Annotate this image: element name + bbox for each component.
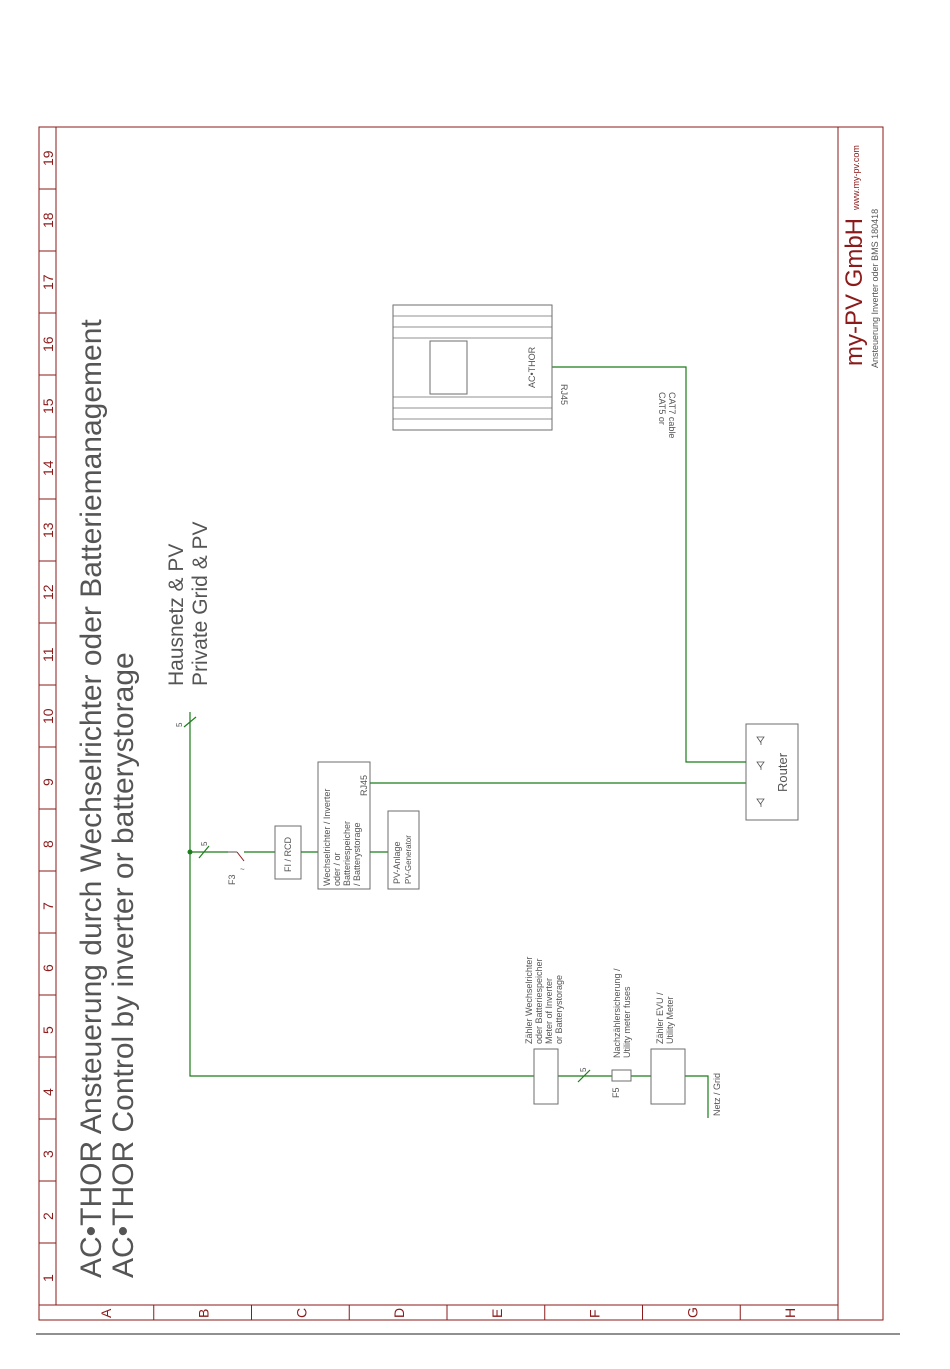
cable-label-2: CAT5 or <box>657 392 667 425</box>
column-number: 5 <box>40 1026 56 1034</box>
column-number: 8 <box>40 840 56 848</box>
column-number: 10 <box>40 708 56 724</box>
column-number: 14 <box>40 460 56 476</box>
main-bus-wire <box>189 712 709 1118</box>
meter-fuses-line: Nachzählersicherung / <box>612 968 622 1058</box>
brand-name: my-PV GmbH <box>841 218 868 366</box>
column-number: 3 <box>40 1150 56 1158</box>
subtitle-line-1: Hausnetz & PV <box>165 544 188 686</box>
column-number: 1 <box>40 1274 56 1282</box>
row-letter: C <box>293 1308 309 1318</box>
meter-inverter-line: Meter of Inverter <box>544 978 554 1044</box>
row-letter: E <box>489 1309 505 1318</box>
drawing-frame <box>38 126 884 1321</box>
meter-fuses-label: Nachzählersicherung /Utility meter fuses <box>612 968 632 1058</box>
meter-inverter-line: oder Batteriespeicher <box>534 958 544 1044</box>
pv-label-2: PV-Generator <box>404 835 413 884</box>
column-number: 16 <box>40 336 56 352</box>
column-number: 4 <box>40 1088 56 1096</box>
router-box <box>745 723 799 821</box>
column-number: 13 <box>40 522 56 538</box>
pv-label-1: PV-Anlage <box>392 841 402 884</box>
column-number: 18 <box>40 212 56 228</box>
column-number: 11 <box>40 647 56 662</box>
wire-count-f3: 5 <box>200 841 209 846</box>
acthor-fins <box>393 315 552 420</box>
subtitle-line-2: Private Grid & PV <box>189 521 212 686</box>
pv-box <box>387 810 420 890</box>
meter-inverter-line: or Batterystorage <box>554 975 564 1044</box>
row-letter: A <box>98 1308 114 1318</box>
wire-count-f5: 5 <box>579 1067 588 1072</box>
utility-meter-line: Utility Meter <box>665 996 675 1044</box>
f5-label: F5 <box>611 1087 621 1098</box>
rj45-acthor-label: RJ45 <box>559 384 569 405</box>
title-line-1: AC•THOR Ansteuerung durch Wechselrichter… <box>75 319 108 1278</box>
svg-text:~: ~ <box>240 865 245 874</box>
wire-marker-f3 <box>198 845 210 859</box>
utility-meter-line: Zähler EVU / <box>655 992 665 1044</box>
utility-meter-label: Zähler EVU /Utility Meter <box>655 992 675 1044</box>
rj45-inverter-label: RJ45 <box>359 775 369 796</box>
utility-meter-box <box>650 1048 686 1105</box>
brand-url: www.my-pv.com <box>851 145 861 211</box>
wire-router-acthor <box>552 366 746 763</box>
row-letter: F <box>587 1309 603 1318</box>
row-letter: B <box>196 1309 212 1318</box>
cable-label-1: CAT7 cable <box>667 392 677 438</box>
row-letter: D <box>391 1308 407 1318</box>
inverter-label-line: oder / or <box>332 852 342 886</box>
row-letter: H <box>782 1308 798 1318</box>
grid-label: Netz / Grid <box>712 1073 722 1116</box>
column-number: 17 <box>40 274 56 290</box>
row-grid: A B C D E F G H <box>98 1305 798 1320</box>
fi-rcd-box <box>274 825 302 880</box>
column-number: 2 <box>40 1212 56 1220</box>
column-number: 19 <box>40 150 56 166</box>
breaker-f3: ~ <box>228 851 275 874</box>
inverter-label-line: Wechselrichter / Inverter <box>322 789 332 886</box>
meter-inverter-line: Zähler Wechselrichter <box>524 957 534 1044</box>
inverter-label-line: Batteriespeicher <box>342 821 352 886</box>
router-ports-icon <box>756 736 765 807</box>
title-line-2: AC•THOR Control by inverter or batteryst… <box>107 652 140 1278</box>
wire-marker-f5 <box>577 1069 591 1083</box>
column-number: 12 <box>40 584 56 600</box>
document-code: Ansteuerung Inverter oder BMS 180418 <box>870 209 880 368</box>
wire-count-top: 5 <box>175 722 184 727</box>
inverter-label-line: / Batterystorage <box>352 822 362 886</box>
fi-rcd-label: FI / RCD <box>283 837 293 872</box>
inverter-box <box>317 761 371 890</box>
meter-fuses-line: Utility meter fuses <box>622 986 632 1058</box>
meter-inverter-box <box>533 1048 559 1105</box>
column-number: 7 <box>40 902 56 910</box>
fuse-f5 <box>611 1069 632 1082</box>
row-letter: G <box>684 1307 700 1318</box>
column-number: 9 <box>40 778 56 786</box>
acthor-display <box>429 340 468 395</box>
column-number: 15 <box>40 398 56 414</box>
acthor-label: AC•THOR <box>527 346 537 388</box>
acthor-device <box>392 304 553 431</box>
wire-marker-top <box>183 716 197 728</box>
column-number: 6 <box>40 964 56 972</box>
f3-label: F3 <box>227 874 237 885</box>
router-label: Router <box>775 752 790 792</box>
